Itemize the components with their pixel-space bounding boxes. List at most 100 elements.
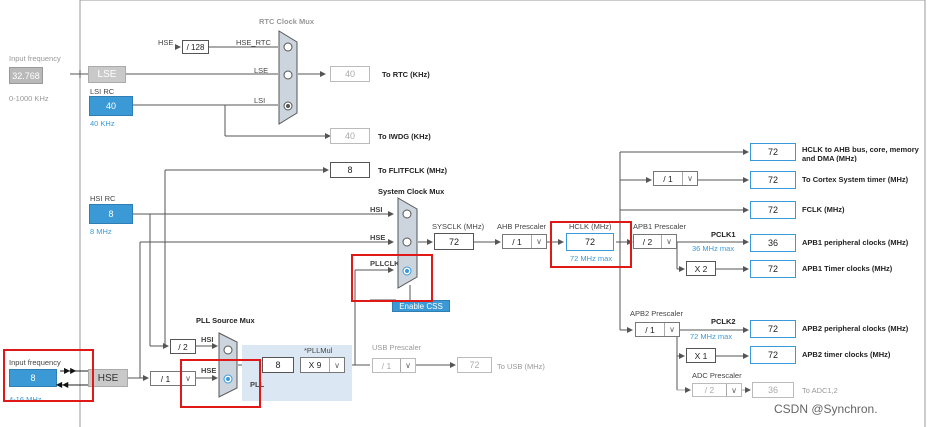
lsi-rc-box[interactable]: 40 [89,96,133,116]
div128-box: / 128 [182,40,209,54]
double-arrow-right-icon: ▶▶ [64,366,77,375]
adc-output-label: To ADC1,2 [802,386,838,395]
hclk-max: 72 MHz max [570,254,613,263]
hse-frequency-input[interactable]: 8 [9,369,57,387]
apb2-timer-box[interactable]: 72 [750,346,796,364]
rtc-hse-label: HSE [158,38,174,47]
sysclk-value-box: 72 [434,233,474,250]
pll-input-box: 8 [262,357,294,373]
hclk-label: HCLK (MHz) [569,222,612,231]
hsi-unit: 8 MHz [90,227,112,236]
apb1-prescaler-label: APB1 Prescaler [633,222,686,231]
lse-box[interactable]: LSE [88,66,126,83]
apb1-prescaler-value: / 2 [642,236,653,247]
flitf-value-box: 8 [330,162,370,178]
apb1-timer-box[interactable]: 72 [750,260,796,278]
rtc-mux-title: RTC Clock Mux [259,17,315,26]
flitf-output-label: To FLITFCLK (MHz) [378,166,448,175]
hse-input-frequency-label: Input frequency [9,358,61,367]
apb1-prescaler-select[interactable]: / 2 ∨ [633,234,677,249]
pll-source-hse-highlight [180,359,261,408]
rtc-value-box: 40 [330,66,370,82]
apb2-prescaler-label: APB2 Prescaler [630,309,683,318]
apb2-periph-box[interactable]: 72 [750,320,796,338]
usb-prescaler-label: USB Prescaler [372,343,422,352]
sysmux-hsi-label: HSI [370,205,383,214]
apb2-timer-label: APB2 timer clocks (MHz) [802,350,891,359]
cortex-output-box[interactable]: 72 [750,171,796,189]
apb2-periph-label: APB2 peripheral clocks (MHz) [802,324,909,333]
fclk-output-label: FCLK (MHz) [802,205,845,214]
ahb-prescaler-select[interactable]: / 1 ∨ [502,234,547,249]
system-clock-mux[interactable] [397,197,419,289]
lsi-rc-label: LSI RC [90,87,115,96]
ahb-output-label: HCLK to AHB bus, core, memory and DMA (M… [802,145,919,162]
chevron-down-icon: ∨ [531,235,546,248]
iwdg-value-box: 40 [330,128,370,144]
ahb-output-box[interactable]: 72 [750,143,796,161]
lsi-unit: 40 KHz [90,119,115,128]
watermark: CSDN @Synchron. [774,402,878,416]
chevron-down-icon: ∨ [664,323,679,336]
chevron-down-icon: ∨ [400,359,415,372]
pll-hsi-label: HSI [201,335,214,344]
apb2-timer-multiplier: X 1 [686,348,716,363]
pllmul-value: X 9 [308,360,322,370]
rtc-clock-mux[interactable] [278,30,298,125]
apb2-prescaler-value: / 1 [645,324,655,335]
adc-prescaler-label: ADC Prescaler [692,371,742,380]
hse-input-highlight [3,349,94,402]
sysmux-hse-label: HSE [370,233,386,242]
cortex-prescaler-value: / 1 [663,173,673,184]
hse-rtc-label: HSE_RTC [236,38,271,47]
usb-prescaler-value: / 1 [381,360,392,371]
lse-input-frequency-label: Input frequency [9,54,61,63]
hse-range-label: 4-16 MHz [9,395,42,401]
hsi-div2-box: / 2 [170,339,196,354]
hclk-highlight [550,221,632,268]
rtc-lse-label: LSE [254,66,269,75]
hse-prescaler-select[interactable]: / 1∨ [150,371,196,386]
adc-prescaler-select[interactable]: / 2 ∨ [692,383,742,397]
chevron-down-icon: ∨ [661,235,676,248]
usb-value-box: 72 [457,357,492,373]
iwdg-output-label: To IWDG (KHz) [378,132,431,141]
cortex-prescaler-select[interactable]: / 1 ∨ [653,171,698,186]
lse-range-label: 0-1000 KHz [9,94,49,103]
adc-prescaler-value: / 2 [704,385,715,395]
pllmul-select[interactable]: X 9 ∨ [300,357,345,373]
fclk-output-box[interactable]: 72 [750,201,796,219]
hse-prescaler-value: / 1 [160,373,171,384]
apb2-prescaler-select[interactable]: / 1 ∨ [635,322,680,337]
rtc-output-label: To RTC (KHz) [382,70,430,79]
apb1-periph-label: APB1 peripheral clocks (MHz) [802,238,909,247]
pll-label: PLL [250,380,265,389]
ahb-prescaler-value: / 1 [512,236,522,247]
usb-prescaler-select[interactable]: / 1 ∨ [372,358,416,373]
system-clock-mux-title: System Clock Mux [378,187,445,196]
adc-value-box: 36 [752,382,794,398]
usb-output-label: To USB (MHz) [497,362,545,371]
hse-box[interactable]: HSE [88,369,128,387]
chevron-down-icon: ∨ [682,172,697,185]
hsi-rc-box[interactable]: 8 [89,204,133,224]
cortex-output-label: To Cortex System timer (MHz) [802,175,909,184]
pclk1-max: 36 MHz max [692,244,735,253]
chevron-down-icon: ∨ [329,358,344,372]
sysmux-pllclk-label: PLLCLK [370,259,400,268]
pll-source-mux[interactable] [218,332,239,398]
pllmul-label: *PLLMul [304,346,333,355]
double-arrow-left-icon: ◀◀ [56,380,69,389]
sysclk-label: SYSCLK (MHz) [432,222,485,231]
chevron-down-icon: ∨ [726,384,741,396]
apb1-periph-box[interactable]: 36 [750,234,796,252]
pclk1-label: PCLK1 [711,230,736,239]
hsi-rc-label: HSI RC [90,194,116,203]
apb1-timer-multiplier: X 2 [686,261,716,276]
ahb-prescaler-label: AHB Prescaler [497,222,547,231]
pll-hse-label: HSE [201,366,217,375]
lse-frequency-input[interactable]: 32.768 [9,67,43,84]
apb1-timer-label: APB1 Timer clocks (MHz) [802,264,893,273]
hclk-value-box[interactable]: 72 [566,233,614,251]
